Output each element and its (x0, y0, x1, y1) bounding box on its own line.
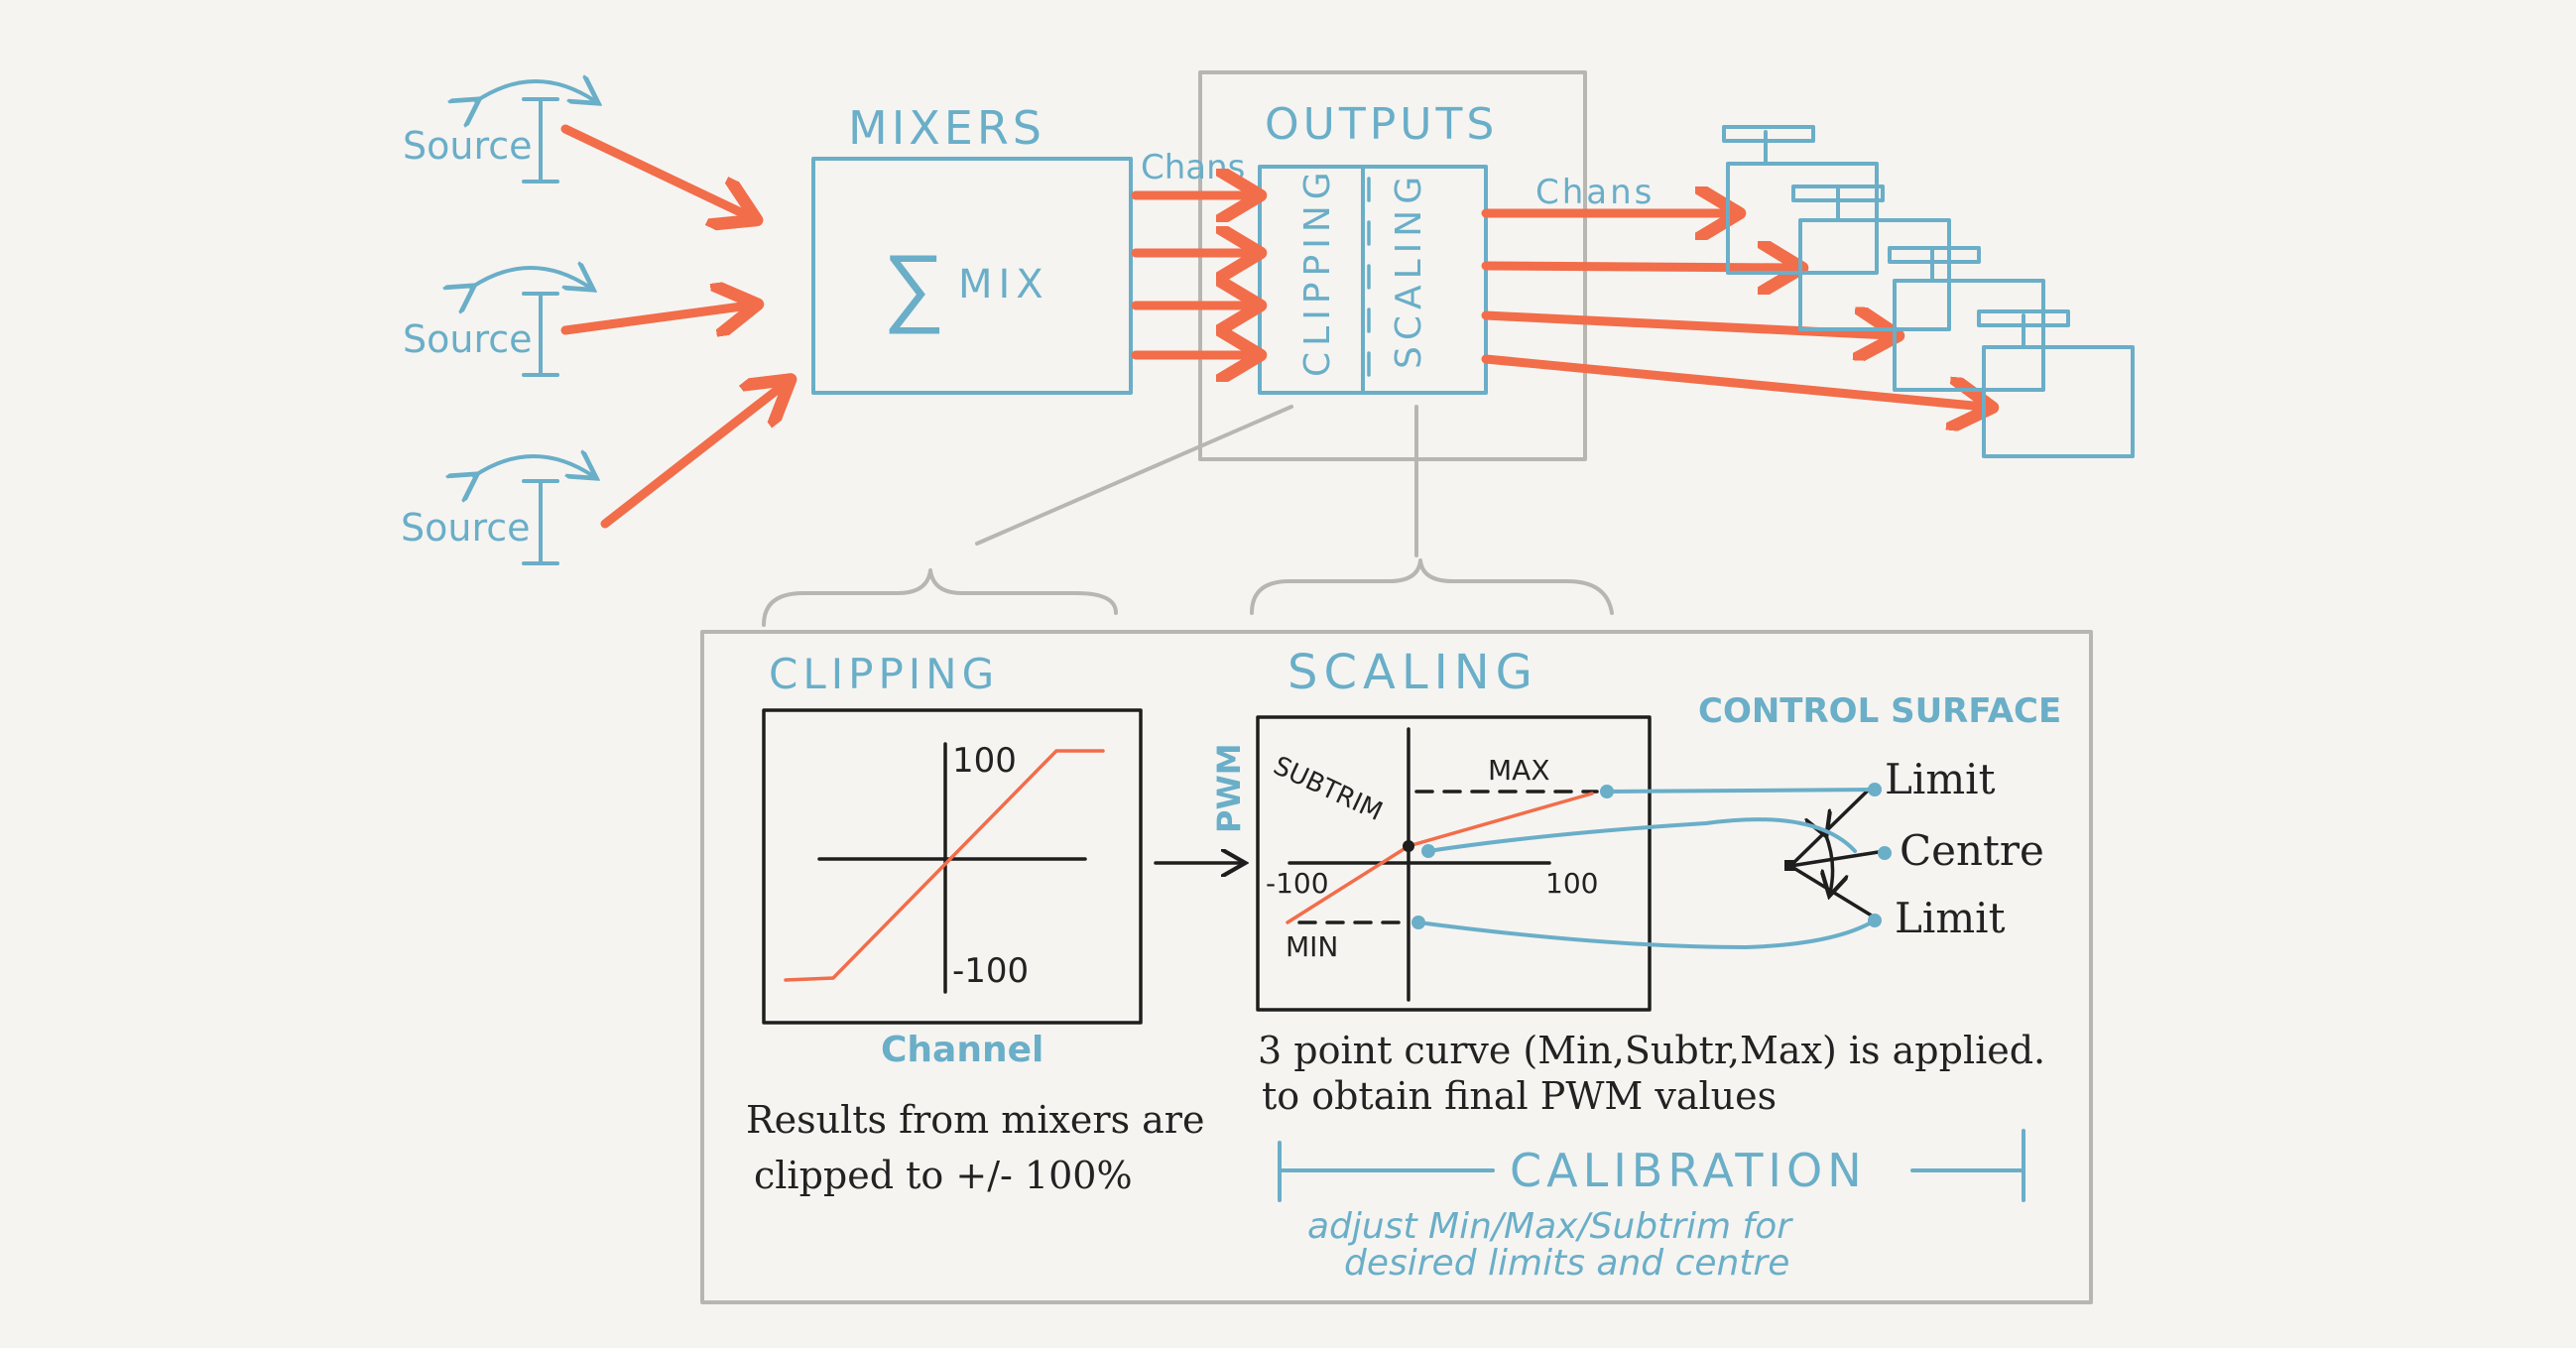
chans-in-label: Chans (1141, 148, 1245, 187)
min-to-limit-link (1416, 919, 1877, 949)
servo-arrow-3 (1481, 315, 1890, 335)
scaling-min-label: MIN (1286, 930, 1338, 963)
servo-arrow-4 (1481, 354, 1984, 407)
source-3-arrow (600, 385, 784, 529)
servo-arrow-2 (1481, 266, 1793, 268)
scaling-title: SCALING (1288, 645, 1538, 700)
clipping-chart-frame (762, 708, 1143, 1025)
source-2: Source (403, 268, 590, 377)
scaling-note-line-2: to obtain final PWM values (1262, 1074, 1777, 1118)
scaling-max-label: MAX (1488, 754, 1550, 787)
mixers-block: MIXERS ∑ MIX (811, 101, 1133, 395)
source-2-arrow (560, 306, 749, 330)
zoom-line-clipping (975, 405, 1293, 546)
servo-4 (1977, 309, 2135, 458)
mixers-title: MIXERS (848, 101, 1045, 155)
scaling-subtrim-label: SUBTRIM (1269, 751, 1387, 827)
outputs-block: OUTPUTS CLIPPING SCALING Chans Chans (1141, 70, 1655, 461)
outputs-clipping-label: CLIPPING (1297, 166, 1338, 377)
limit-top-label: Limit (1885, 755, 1996, 803)
outputs-scaling-label: SCALING (1389, 171, 1429, 369)
clipping-title: CLIPPING (769, 650, 999, 698)
mixers-box (811, 157, 1133, 395)
calibration-section: CALIBRATION adjust Min/Max/Subtrim for d… (1278, 1129, 2025, 1284)
source-3: Source (401, 456, 593, 565)
clipping-curve (784, 749, 1105, 982)
source-2-range-arc (471, 268, 590, 288)
source-2-label: Source (403, 317, 533, 361)
calibration-note-line-1: adjust Min/Max/Subtrim for (1307, 1206, 1793, 1247)
servo-1-horn (1722, 125, 1815, 143)
outputs-title: OUTPUTS (1265, 99, 1498, 150)
source-1: Source (403, 81, 595, 184)
source-1-label: Source (403, 124, 533, 168)
chans-out-label: Chans (1535, 173, 1655, 212)
max-to-limit-link (1605, 788, 1877, 794)
subtrim-point (1403, 840, 1414, 852)
scaling-curve (1286, 792, 1594, 924)
stick-motion-arc (1825, 833, 1833, 893)
scaling-chart-frame (1256, 715, 1652, 1012)
servo-3-horn (1888, 246, 1981, 264)
clipping-brace (762, 568, 1118, 627)
scaling-neg-label: -100 (1266, 867, 1329, 900)
servo-2-horn (1791, 184, 1885, 202)
source-1-arrow (560, 124, 749, 216)
source-1-range-arc (476, 81, 595, 101)
outputs-inner-box (1258, 165, 1488, 395)
clipping-x-label: Channel (881, 1030, 1043, 1070)
calibration-note-line-2: desired limits and centre (1344, 1243, 1789, 1284)
control-surface-section: CONTROL SURFACE Limit Centre Limit (1698, 691, 2061, 942)
servo-4-horn (1977, 309, 2070, 327)
scaling-pos-label: 100 (1545, 867, 1598, 900)
subtrim-to-centre-link (1426, 817, 1857, 853)
sigma-symbol: ∑ (883, 234, 945, 336)
clipping-plus-label: 100 (952, 741, 1017, 781)
clipping-note-line-2: clipped to +/- 100% (754, 1154, 1133, 1197)
servo-3 (1888, 246, 2045, 392)
servo-2 (1791, 184, 1951, 331)
scaling-note-line-1: 3 point curve (Min,Subtr,Max) is applied… (1258, 1029, 2045, 1072)
clipping-note-line-1: Results from mixers are (746, 1098, 1204, 1142)
clipping-minus-label: -100 (952, 951, 1029, 991)
scaling-y-label: PWM (1210, 743, 1248, 833)
stick-pivot (1784, 860, 1795, 871)
calibration-title: CALIBRATION (1510, 1144, 1867, 1197)
scaling-brace (1250, 558, 1614, 615)
detail-panel (700, 630, 2093, 1304)
limit-bottom-label: Limit (1895, 894, 2006, 942)
mix-formula: MIX (958, 262, 1049, 307)
control-surface-title: CONTROL SURFACE (1698, 691, 2061, 731)
centre-label: Centre (1900, 826, 2044, 875)
source-3-label: Source (401, 506, 531, 550)
source-3-range-arc (474, 456, 593, 476)
clipping-section: CLIPPING 100 -100 Channel Results from m… (746, 650, 1204, 1197)
